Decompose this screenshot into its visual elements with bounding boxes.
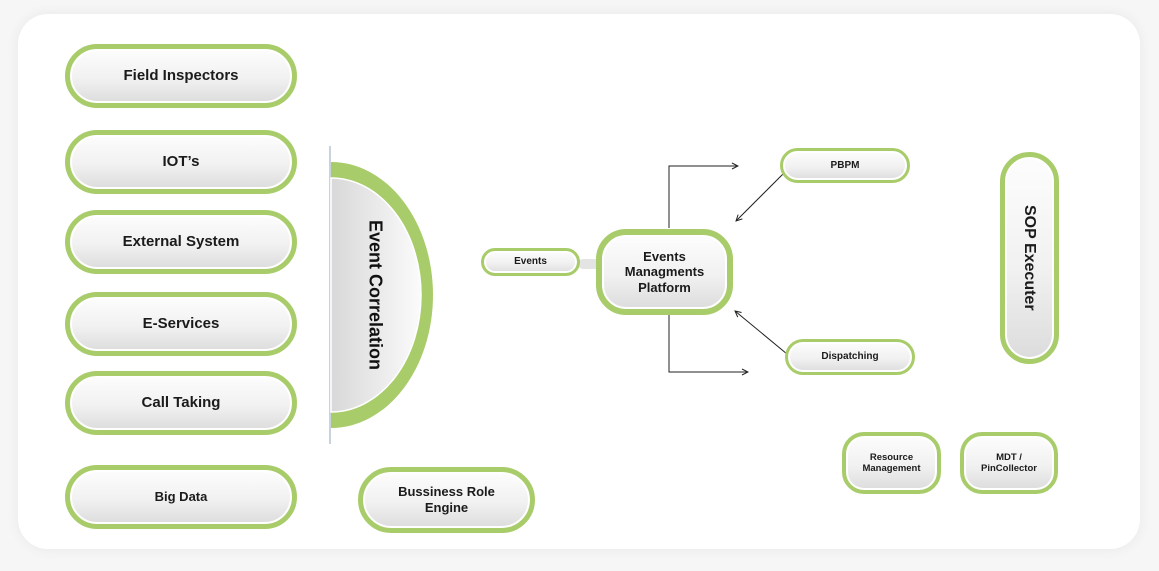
node-big-data: Big Data xyxy=(65,465,297,529)
node-e-services: E-Services xyxy=(65,292,297,356)
node-iots: IOT’s xyxy=(65,130,297,194)
node-events: Events xyxy=(481,248,580,276)
node-label: PBPM xyxy=(830,159,860,171)
platform-line-3: Platform xyxy=(638,279,691,295)
node-label: IOT’s xyxy=(162,153,200,170)
node-label-line-1: Resource xyxy=(869,451,914,463)
events-connector xyxy=(578,259,600,269)
platform-line-1: Events xyxy=(643,248,686,264)
arrow-pbpm-to-platform xyxy=(736,171,786,221)
node-label-line-2: Management xyxy=(862,463,921,474)
arrow-platform-to-pbpm xyxy=(668,166,738,228)
node-label: Field Inspectors xyxy=(123,67,239,84)
node-label: Events xyxy=(514,256,547,267)
event-correlation-inner xyxy=(330,177,422,413)
node-label-line-2: PinCollector xyxy=(981,463,1037,474)
event-correlation-text: Event Correlation xyxy=(365,219,386,371)
node-label: Bussiness Role Engine xyxy=(398,484,495,515)
node-label-line-1: MDT / xyxy=(996,451,1022,463)
node-dispatching: Dispatching xyxy=(785,339,915,375)
node-label: SOP Executer xyxy=(1021,205,1039,311)
platform-line-2: Managments xyxy=(624,264,705,280)
node-label: Call Taking xyxy=(141,394,221,411)
node-label: External System xyxy=(122,233,240,250)
node-call-taking: Call Taking xyxy=(65,371,297,435)
event-correlation-label: Event Correlation xyxy=(355,165,395,425)
node-field-inspectors: Field Inspectors xyxy=(65,44,297,108)
node-events-management-platform: Events Managments Platform xyxy=(596,229,733,315)
arrow-dispatching-to-platform xyxy=(735,311,788,355)
node-mdt-pincollector: MDT / PinCollector xyxy=(960,432,1058,494)
node-label: E-Services xyxy=(142,315,220,332)
arrow-platform-to-dispatching xyxy=(668,314,748,372)
node-label: Big Data xyxy=(154,489,208,505)
node-resource-management: Resource Management xyxy=(842,432,941,494)
node-business-rule-engine: Bussiness Role Engine xyxy=(358,467,535,533)
node-external-system: External System xyxy=(65,210,297,274)
node-pbpm: PBPM xyxy=(780,148,910,183)
node-sop-executer: SOP Executer xyxy=(1000,152,1059,364)
node-label: Dispatching xyxy=(821,351,879,362)
